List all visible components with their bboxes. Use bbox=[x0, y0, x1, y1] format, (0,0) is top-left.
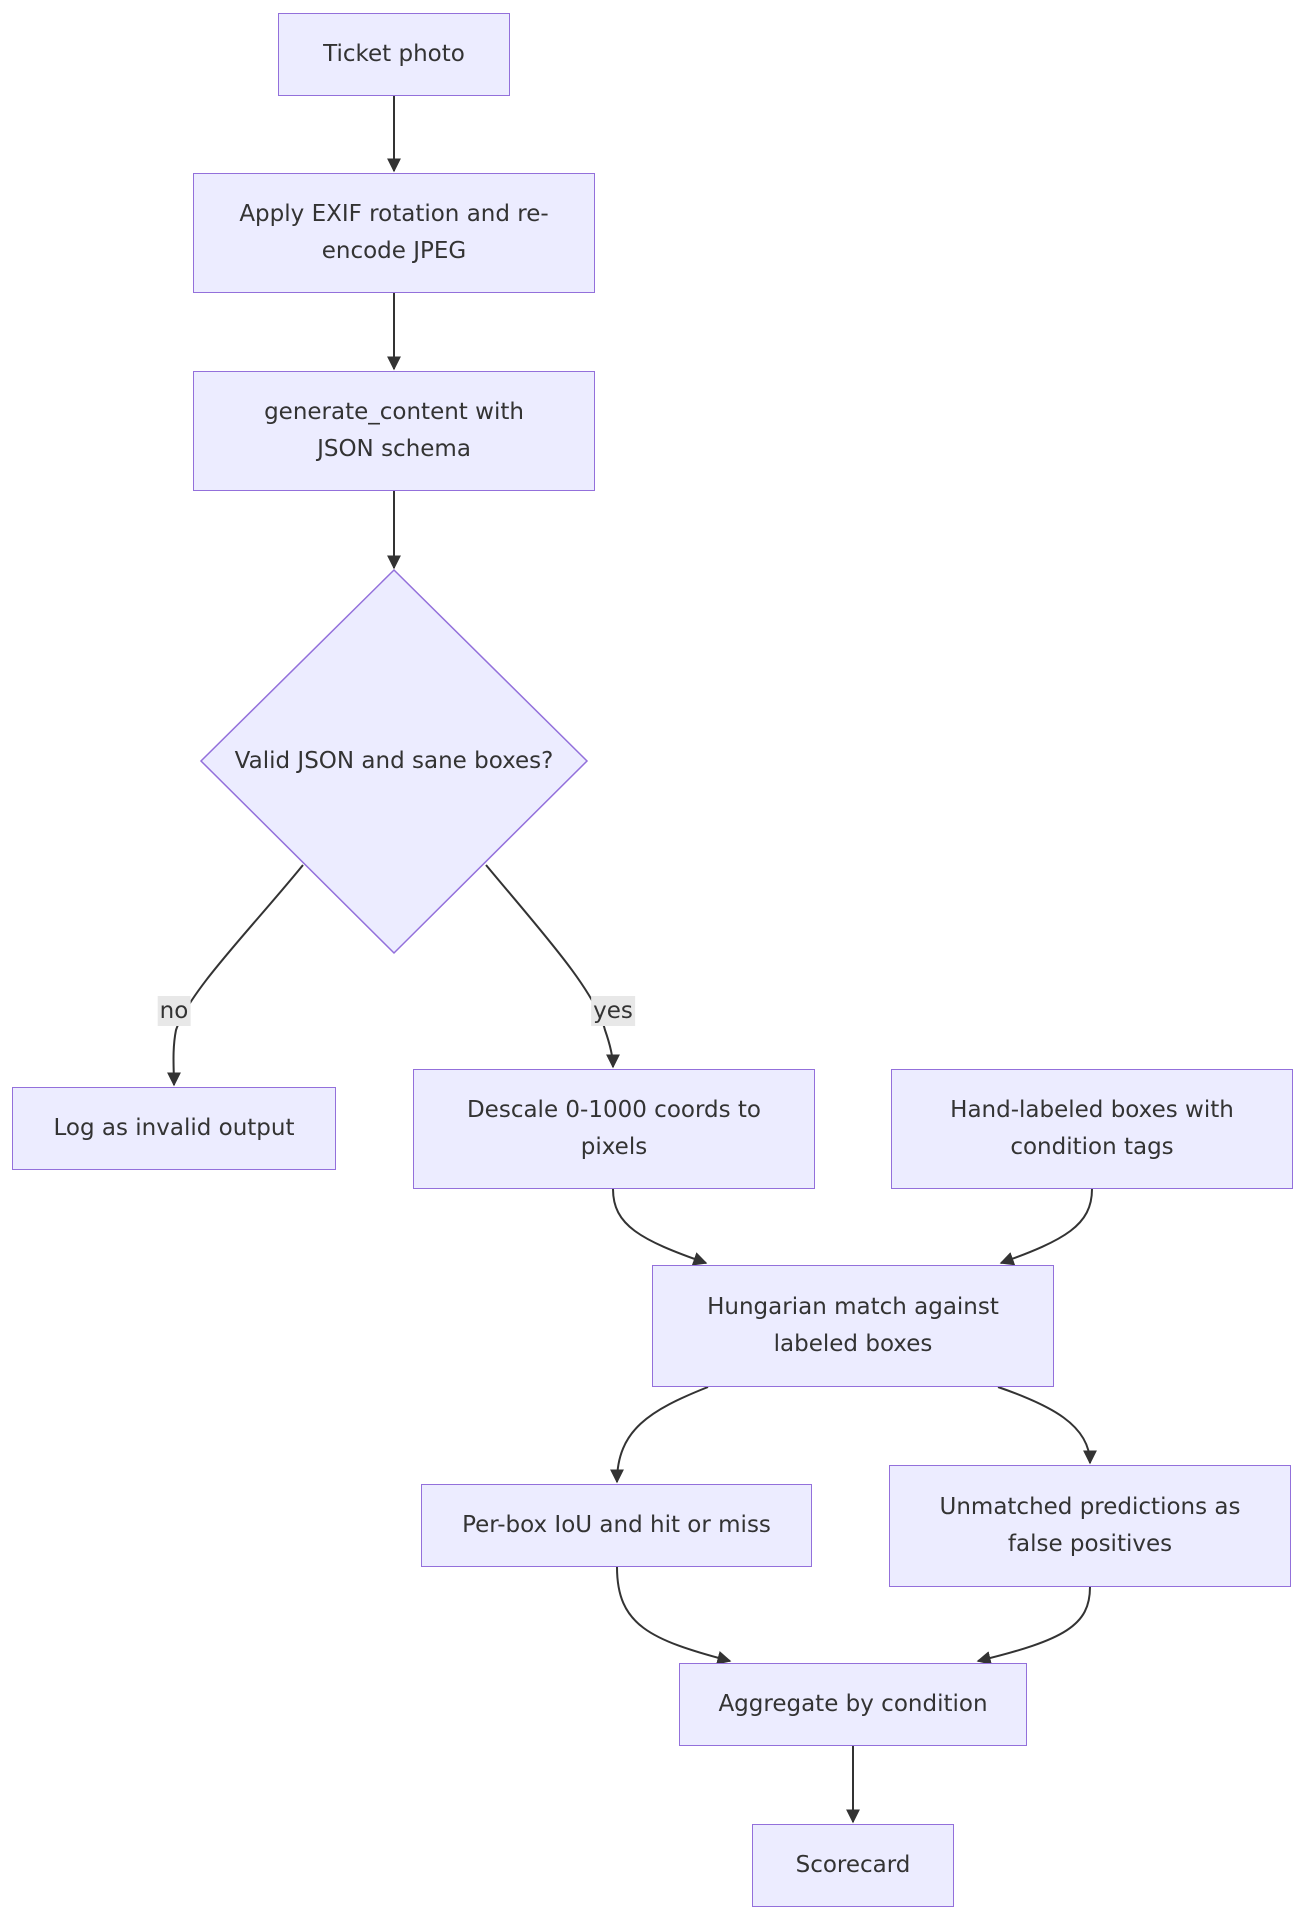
node-scorecard: Scorecard bbox=[752, 1824, 954, 1907]
node-per-box: Per-box IoU and hit or miss bbox=[421, 1484, 812, 1567]
node-hungarian-label: Hungarian match against labeled boxes bbox=[707, 1294, 999, 1357]
decision-diamond bbox=[199, 568, 589, 955]
node-apply-exif: Apply EXIF rotation and re-encode JPEG bbox=[193, 173, 595, 293]
node-descale-label: Descale 0-1000 coords to pixels bbox=[466, 1097, 762, 1160]
node-scorecard-label: Scorecard bbox=[795, 1852, 911, 1878]
edge-decision-to-log bbox=[166, 864, 304, 1087]
edge-label-yes: yes bbox=[591, 996, 635, 1026]
node-unmatched-label: Unmatched predictions as false positives bbox=[939, 1494, 1241, 1557]
node-aggregate-label: Aggregate by condition bbox=[718, 1691, 988, 1717]
decision-label: Valid JSON and sane boxes? bbox=[234, 747, 554, 774]
edge-perbox-to-aggregate bbox=[616, 1566, 732, 1665]
edge-descale-to-hungarian bbox=[612, 1188, 708, 1266]
node-generate-content-label: generate_content with JSON schema bbox=[264, 399, 524, 462]
node-apply-exif-label: Apply EXIF rotation and re-encode JPEG bbox=[239, 201, 549, 264]
node-hand-labeled: Hand-labeled boxes with condition tags bbox=[891, 1069, 1293, 1189]
node-hand-labeled-label: Hand-labeled boxes with condition tags bbox=[950, 1097, 1234, 1160]
node-generate-content: generate_content with JSON schema bbox=[193, 371, 595, 491]
node-aggregate: Aggregate by condition bbox=[679, 1663, 1027, 1746]
node-log-invalid: Log as invalid output bbox=[12, 1087, 336, 1170]
node-log-invalid-label: Log as invalid output bbox=[53, 1115, 295, 1141]
edge-decision-to-descale bbox=[485, 864, 620, 1069]
node-descale: Descale 0-1000 coords to pixels bbox=[413, 1069, 815, 1189]
node-hungarian: Hungarian match against labeled boxes bbox=[652, 1265, 1054, 1387]
node-per-box-label: Per-box IoU and hit or miss bbox=[462, 1512, 771, 1538]
edge-hungarian-to-perbox bbox=[610, 1386, 709, 1484]
node-unmatched: Unmatched predictions as false positives bbox=[889, 1465, 1291, 1587]
edge-hungarian-to-unmatched bbox=[997, 1386, 1097, 1465]
edge-label-no: no bbox=[157, 996, 191, 1026]
node-ticket-photo: Ticket photo bbox=[278, 13, 510, 96]
edge-hand-to-hungarian bbox=[999, 1188, 1093, 1266]
edge-unmatched-to-aggregate bbox=[976, 1586, 1091, 1665]
node-ticket-photo-label: Ticket photo bbox=[323, 41, 465, 67]
